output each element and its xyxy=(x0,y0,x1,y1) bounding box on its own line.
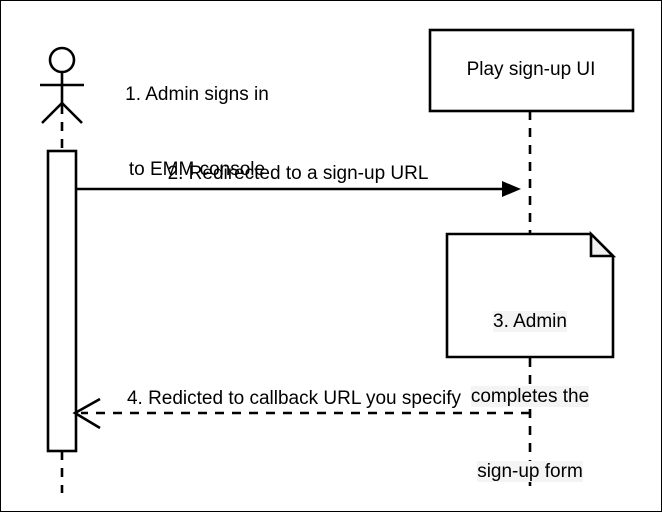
actor-admin[interactable] xyxy=(40,46,84,124)
step2-message-label: 2. Redirected to a sign-up URL xyxy=(167,163,429,184)
actor-leg-left-line xyxy=(41,102,63,124)
step1-line-1: 1. Admin signs in xyxy=(125,84,269,105)
actor-head-icon xyxy=(48,46,76,74)
arrowhead-filled-right-icon xyxy=(502,181,521,197)
note-line-2-text: completes the xyxy=(470,386,590,407)
message-arrow-step2[interactable] xyxy=(76,181,521,197)
actor-leg-right-line xyxy=(61,102,83,124)
message-arrow-step4[interactable] xyxy=(72,397,530,430)
step4-message-label: 4. Redicted to callback URL you specify xyxy=(126,388,462,409)
note-line-1-text: 3. Admin xyxy=(493,311,567,332)
note-step3[interactable] xyxy=(445,230,617,359)
participant-box-play-signup-ui[interactable] xyxy=(428,28,635,113)
note-line-3-text: sign-up form xyxy=(477,461,583,482)
note-line-1: 3. Admin xyxy=(449,309,611,334)
note-folded-corner-icon xyxy=(589,230,617,258)
step1-annotation-label: 1. Admin signs in to EMM console xyxy=(91,32,303,232)
note-line-3: sign-up form xyxy=(449,459,611,484)
arrowhead-open-left-icon xyxy=(72,397,101,430)
step1-line-2: to EMM console xyxy=(128,159,266,180)
note-line-2: completes the xyxy=(449,384,611,409)
participant-label: Play sign-up UI xyxy=(466,59,596,80)
activation-bar-admin[interactable] xyxy=(46,149,78,453)
note-body-shape xyxy=(445,232,615,359)
note-step3-text: 3. Admin completes the sign-up form xyxy=(449,259,611,511)
